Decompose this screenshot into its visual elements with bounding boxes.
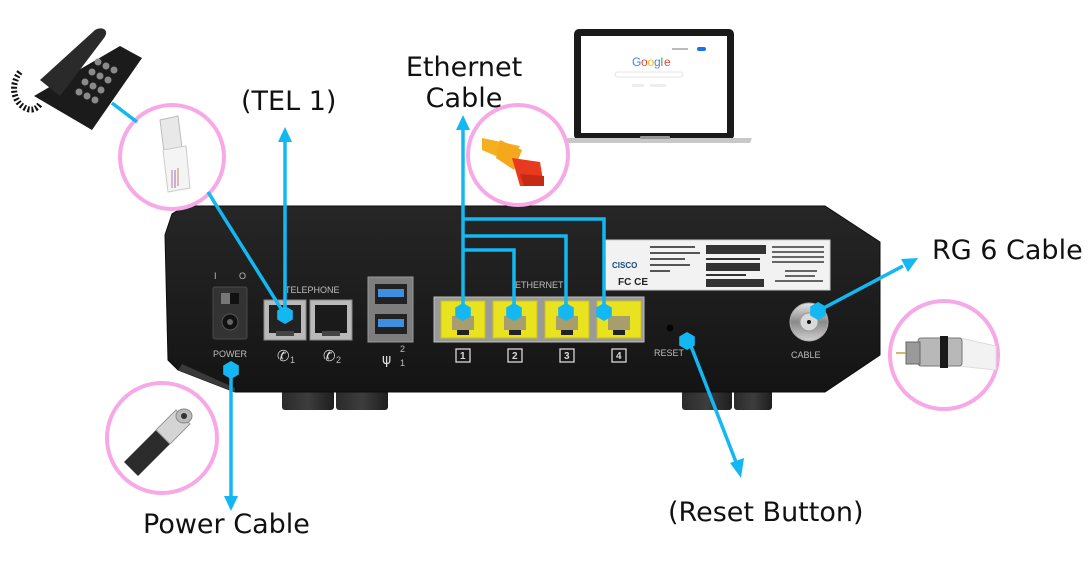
- phone-to-plug-line: [110, 101, 139, 124]
- usb-icon: ψ: [382, 352, 391, 368]
- fcc-ce-marks: FC CE: [618, 277, 648, 288]
- plug-to-tel-port-line: [206, 191, 287, 316]
- power-arrowhead: [224, 496, 238, 511]
- dc-power-plug-callout: [105, 381, 219, 495]
- reset-node: [679, 332, 695, 350]
- reset-arrowhead: [730, 458, 744, 478]
- reset-arrow-line: [687, 340, 738, 463]
- power-node: [223, 361, 239, 379]
- tel1-arrowhead: [278, 127, 292, 142]
- usb-ports: [367, 276, 414, 343]
- ethernet-branch-2: [463, 248, 516, 312]
- google-logo-letter: G: [632, 55, 641, 69]
- tel1-port-node: [277, 306, 293, 324]
- cable-label: CABLE: [791, 350, 821, 360]
- google-logo-letter: o: [648, 55, 655, 69]
- rg6-arrowhead: [901, 258, 918, 272]
- reset-hole[interactable]: [666, 324, 674, 332]
- reset-label: RESET: [654, 348, 685, 358]
- google-logo-letter: g: [654, 55, 661, 69]
- phone-1-icon: ✆: [277, 347, 290, 365]
- ethernet-branch-3: [463, 234, 568, 312]
- ethernet-1-node: [455, 303, 471, 321]
- telephone-port-2: [309, 299, 353, 341]
- usb-top-num: 2: [400, 344, 405, 354]
- ethernet-cable-label-line2: Cable: [425, 83, 503, 115]
- ethernet-2-node: [506, 303, 522, 321]
- google-logo-letter: o: [641, 55, 648, 69]
- reset-button-label: (Reset Button): [668, 497, 864, 528]
- ethernet-cable-label: Ethernet Cable: [402, 52, 526, 114]
- ethernet-3-node: [558, 303, 574, 321]
- f-connector-callout: [888, 299, 1000, 411]
- phone-2-icon: ✆: [323, 347, 336, 365]
- cable-modem: I O POWER TELEPHONE ✆ 1 ✆ 2: [164, 205, 881, 410]
- power-cable-label: Power Cable: [143, 509, 310, 540]
- coax-node: [810, 302, 826, 320]
- switch-on-label: I: [214, 271, 217, 281]
- ethernet-port-number-box: [455, 348, 471, 363]
- search-box: [614, 71, 684, 78]
- ethernet-port-number: 4: [616, 351, 622, 362]
- power-switch: I O: [212, 271, 248, 340]
- ethernet-port-number-box: [559, 348, 575, 363]
- phone-1-sub: 1: [290, 355, 295, 365]
- rj45-plug-callout: [466, 103, 570, 207]
- rj11-plug-callout: [118, 103, 226, 211]
- ethernet-label: ETHERNET: [515, 280, 564, 290]
- usb-bottom-num: 1: [400, 358, 405, 368]
- ethernet-port-number: 3: [564, 351, 570, 362]
- ethernet-branch-4: [463, 217, 606, 312]
- phone-2-sub: 2: [336, 355, 341, 365]
- power-label: POWER: [213, 349, 248, 359]
- tel1-label: (TEL 1): [241, 86, 337, 117]
- ethernet-port-number: 1: [460, 351, 466, 362]
- ethernet-arrowhead: [456, 115, 470, 130]
- ethernet-port-3: [544, 300, 590, 339]
- connection-nodes: [223, 302, 826, 379]
- ethernet-4-node: [596, 303, 612, 321]
- connector-lines: [110, 101, 904, 497]
- telephone-label: TELEPHONE: [285, 285, 340, 295]
- rg6-cable-label: RG 6 Cable: [932, 235, 1083, 266]
- google-logo-letter: l: [661, 55, 664, 69]
- product-label-sticker: CISCO FC CE: [603, 239, 831, 291]
- google-logo-letter: e: [664, 55, 671, 69]
- modem-edge: [178, 364, 235, 392]
- switch-off-label: O: [239, 271, 246, 281]
- ethernet-port-number: 2: [512, 351, 518, 362]
- desk-phone-image: [11, 28, 142, 130]
- ethernet-port-number-box: [611, 348, 627, 363]
- arrowheads: [224, 115, 918, 511]
- ethernet-port-number-box: [507, 348, 523, 363]
- rg6-arrow-line: [817, 264, 904, 313]
- cisco-logo: CISCO: [612, 261, 637, 270]
- ethernet-cable-label-line1: Ethernet: [405, 52, 523, 83]
